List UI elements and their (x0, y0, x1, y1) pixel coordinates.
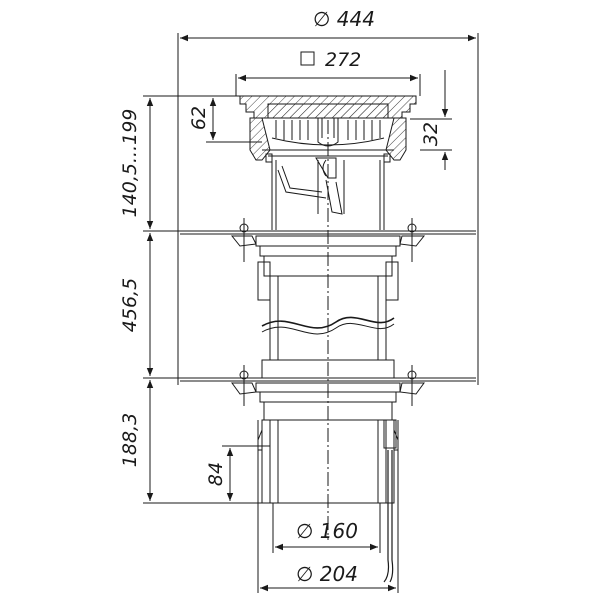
grate-frame (239, 95, 417, 230)
dim-square (235, 51, 421, 96)
dim-left-chain (143, 95, 270, 504)
extension-pipe (261, 120, 395, 540)
label-diameter-204: ∅ 204 (296, 562, 358, 586)
dim-160 (272, 503, 381, 553)
label-height-188: 188,3 (119, 413, 141, 467)
square-symbol (300, 51, 315, 66)
label-top-diameter: ∅ 444 (313, 7, 375, 31)
label-height-456: 456,5 (119, 278, 141, 332)
label-height-range: 140,5...199 (119, 109, 141, 218)
dim-32 (410, 70, 452, 170)
label-height-32: 32 (420, 122, 442, 146)
label-diameter-160: ∅ 160 (296, 519, 358, 543)
lower-flange (180, 359, 476, 421)
dim-top-diameter (177, 33, 479, 385)
drain-body (257, 419, 399, 583)
label-height-84: 84 (205, 462, 227, 486)
label-height-62: 62 (188, 106, 210, 130)
dim-84 (222, 445, 270, 501)
label-square-size: 272 (325, 49, 361, 71)
